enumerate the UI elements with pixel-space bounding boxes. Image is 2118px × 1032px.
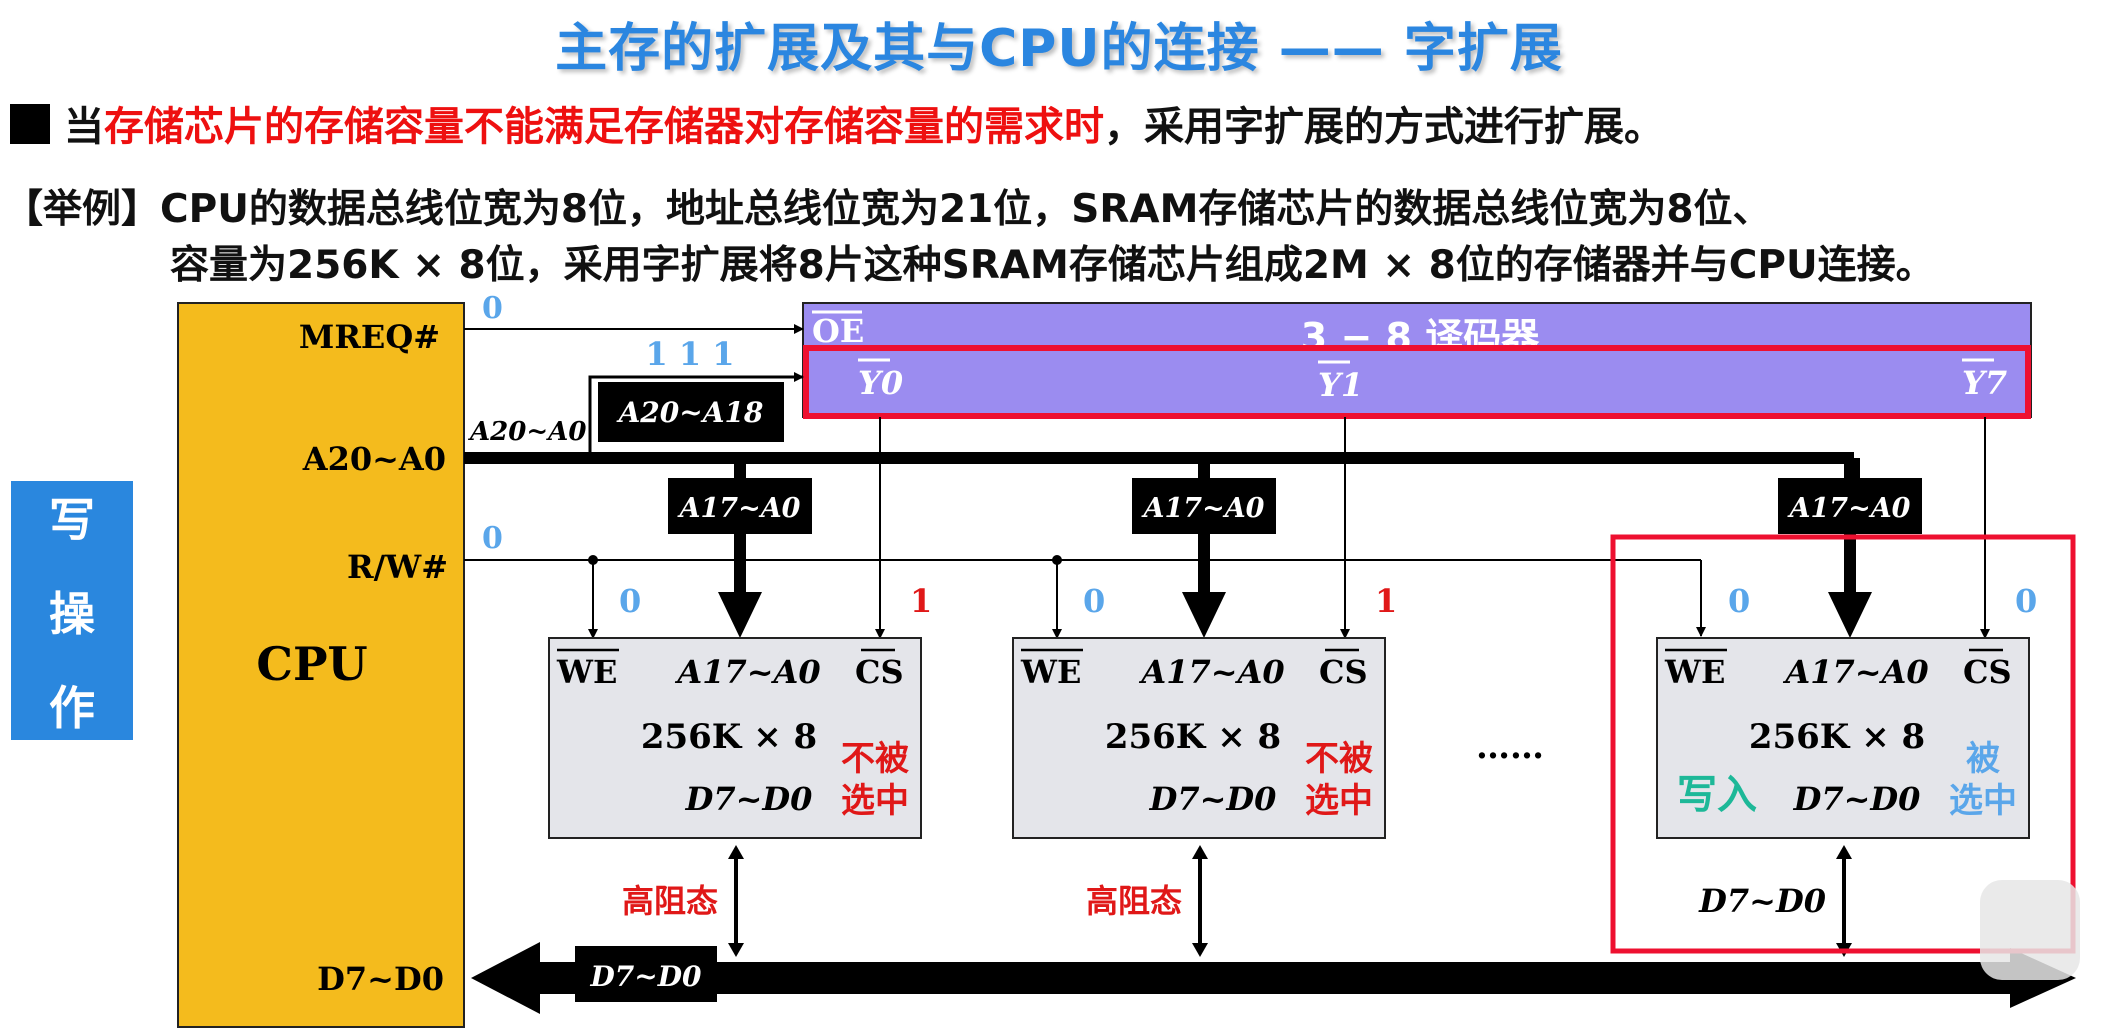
chip-pin-we: WE bbox=[556, 653, 617, 691]
video-watermark-icon bbox=[1980, 880, 2080, 980]
chip-pin-data: D7~D0 bbox=[1149, 780, 1277, 818]
chip-addr-tag-label: A17~A0 bbox=[677, 493, 801, 524]
chip-pin-addr: A17~A0 bbox=[674, 653, 820, 691]
chip-select-state: 不被 bbox=[841, 739, 909, 779]
decoder-input-line bbox=[588, 372, 804, 452]
we-value: 0 bbox=[1728, 582, 1750, 620]
rw-value: 0 bbox=[482, 521, 503, 556]
chip-addr-tag bbox=[668, 478, 812, 534]
chip-pin-addr: A17~A0 bbox=[1782, 653, 1928, 691]
decoder-input-values: 1 1 1 bbox=[645, 335, 734, 373]
chip-select-state: 选中 bbox=[1949, 781, 2017, 821]
cs-value: 1 bbox=[1375, 582, 1397, 620]
selected-chip-highlight bbox=[1610, 534, 2076, 954]
data-bus-tag bbox=[575, 946, 717, 1002]
chip-pin-data: D7~D0 bbox=[685, 780, 813, 818]
chip-addr-tag bbox=[1778, 478, 1922, 534]
key-point-highlight: 存储芯片的存储容量不能满足存储器对存储容量的需求时 bbox=[104, 104, 1104, 150]
side-char-1: 写 bbox=[49, 492, 95, 547]
address-arrow bbox=[1182, 592, 1226, 638]
cpu-pin-data: D7~D0 bbox=[317, 960, 444, 998]
decoder-enable-oe: OE bbox=[812, 312, 864, 350]
chip-capacity: 256K × 8 bbox=[1105, 717, 1281, 757]
side-char-2: 操 bbox=[49, 586, 95, 641]
cpu-pin-mreq: MREQ# bbox=[299, 318, 440, 356]
we-value: 0 bbox=[619, 582, 641, 620]
chip-pin-we: WE bbox=[1020, 653, 1081, 691]
cpu-block bbox=[177, 302, 465, 1028]
chip-pin-cs: CS bbox=[1319, 653, 1368, 691]
chip-pin-cs: CS bbox=[1963, 653, 2012, 691]
chip-select-state: 选中 bbox=[1305, 781, 1373, 821]
chip-box bbox=[548, 637, 922, 839]
slide-title: 主存的扩展及其与CPU的连接 —— 字扩展 bbox=[555, 19, 1563, 79]
write-operation-label: 写 操 作 bbox=[11, 481, 133, 740]
chip-bus-state: 高阻态 bbox=[1086, 882, 1182, 920]
chip-pin-we: WE bbox=[1664, 653, 1725, 691]
chip-bus-state: 高阻态 bbox=[622, 882, 718, 920]
chip-box bbox=[1012, 637, 1386, 839]
chip-pin-cs: CS bbox=[855, 653, 904, 691]
chip-pin-data: D7~D0 bbox=[1793, 780, 1921, 818]
address-arrow bbox=[718, 592, 762, 638]
chip-select-state: 被 bbox=[1966, 739, 2000, 779]
chip-select-state: 选中 bbox=[841, 781, 909, 821]
chip-addr-tag bbox=[1132, 478, 1276, 534]
chip-select-state: 不被 bbox=[1305, 739, 1373, 779]
decoder-output-y1: Y1 bbox=[1318, 366, 1363, 404]
chip-addr-tag-label: A17~A0 bbox=[1787, 493, 1911, 524]
we-value: 0 bbox=[1083, 582, 1105, 620]
ellipsis: …… bbox=[1476, 727, 1544, 767]
address-bus-label: A20~A0 bbox=[467, 417, 586, 447]
example-line-1: 【举例】CPU的数据总线位宽为8位，地址总线位宽为21位，SRAM存储芯片的数据… bbox=[4, 178, 1772, 234]
cpu-name: CPU bbox=[256, 637, 367, 691]
decoder-output-y7: Y7 bbox=[1962, 364, 2007, 402]
cpu-pin-rw: R/W# bbox=[347, 548, 448, 586]
example-tag: 【举例】 bbox=[4, 187, 161, 232]
key-point-prefix: 当 bbox=[64, 104, 104, 150]
chip-pin-addr: A17~A0 bbox=[1138, 653, 1284, 691]
decoder-output-y0: Y0 bbox=[858, 364, 903, 402]
example-line-2: 容量为256K × 8位，采用字扩展将8片这种SRAM存储芯片组成2M × 8位… bbox=[170, 243, 1935, 288]
data-bus-label: D7~D0 bbox=[590, 960, 703, 993]
side-char-3: 作 bbox=[49, 680, 95, 735]
example-text-1: CPU的数据总线位宽为8位，地址总线位宽为21位，SRAM存储芯片的数据总线位宽… bbox=[160, 187, 1772, 232]
data-bus bbox=[471, 942, 2076, 1014]
key-point-suffix: ，采用字扩展的方式进行扩展。 bbox=[1104, 104, 1664, 150]
decoder-addr-label: A20~A18 bbox=[616, 396, 764, 429]
cs-value: 1 bbox=[910, 582, 932, 620]
address-arrow bbox=[1828, 592, 1872, 638]
decoder-addr-tag bbox=[598, 382, 784, 442]
decoder-output-highlight bbox=[803, 345, 2031, 419]
chip-bus-state: D7~D0 bbox=[1698, 882, 1826, 920]
cs-value: 0 bbox=[2015, 582, 2037, 620]
chip-capacity: 256K × 8 bbox=[1749, 717, 1925, 757]
cpu-pin-addr: A20~A0 bbox=[302, 440, 446, 478]
chip-addr-tag-label: A17~A0 bbox=[1141, 493, 1265, 524]
chip-action: 写入 bbox=[1677, 772, 1757, 818]
chip-box bbox=[1656, 637, 2030, 839]
key-point: 当存储芯片的存储容量不能满足存储器对存储容量的需求时，采用字扩展的方式进行扩展。 bbox=[10, 94, 1664, 152]
bullet-square-icon bbox=[10, 104, 50, 144]
mreq-value: 0 bbox=[482, 291, 503, 326]
chip-capacity: 256K × 8 bbox=[641, 717, 817, 757]
